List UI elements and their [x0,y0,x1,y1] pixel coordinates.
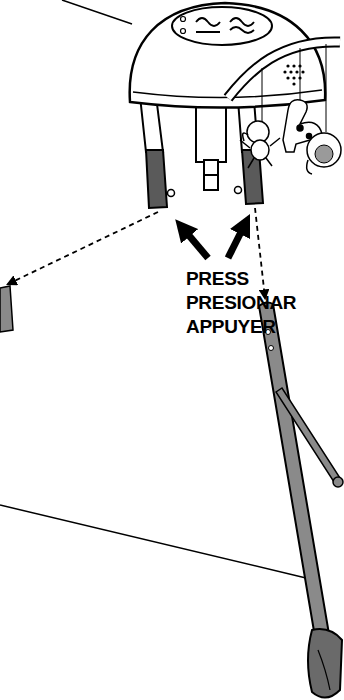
giraffe-spot [307,134,312,139]
leg-sleeve [146,150,167,208]
tube-hole [269,346,274,351]
press-arrow [181,226,208,258]
speaker-dot [283,70,286,73]
support-strap [276,388,340,482]
speaker-dot [292,76,295,79]
press-arrow [228,222,246,258]
left-leg [140,96,175,208]
speaker-dot [295,70,298,73]
press-arrows [181,222,246,258]
mobile [228,42,341,174]
mobile-arm-outline [228,42,340,98]
control-panel [172,7,272,45]
monkey-toy [240,121,280,168]
instruction-label: APPUYER [186,316,276,338]
speaker-dot [286,64,289,67]
release-button [235,187,242,194]
panel-icon [230,18,254,33]
leg-foot [308,629,342,697]
monkey-limbs [240,133,280,168]
leg-tube-part [259,302,343,697]
speaker-dot [292,64,295,67]
giraffe-spot [297,125,303,131]
leader-line [62,0,132,24]
center-post [196,100,226,190]
toy-string [262,68,263,122]
panel-icon [196,18,220,32]
mobile-arm [228,42,340,98]
monkey-body [251,140,269,160]
toy-string [300,48,301,100]
post-tip [204,160,218,190]
speaker-dot [301,70,304,73]
post-body [196,100,226,162]
instruction-label: PRESS [186,268,249,290]
speaker-grille [283,64,304,85]
toy-string [326,44,327,132]
dashed-guide [255,208,265,298]
elephant-ear [315,145,333,163]
speaker-dot [286,76,289,79]
tube-fragment [0,286,13,332]
tube-end [0,286,13,332]
foot-detail [318,650,330,690]
dashed-guide [8,212,158,284]
elephant-trunk [307,160,312,174]
speaker-dot [289,70,292,73]
long-tube [259,302,330,643]
release-button [168,190,175,197]
panel-icon [181,17,186,22]
post-detail [204,174,218,176]
leader-line [0,505,306,578]
strap-ring [333,477,343,487]
instruction-label: PRESIONAR [186,292,296,314]
speaker-dot [292,82,295,85]
insertion-guides [8,208,265,298]
panel-icon [181,29,186,34]
elephant-body [307,133,341,167]
elephant-toy [307,133,341,174]
